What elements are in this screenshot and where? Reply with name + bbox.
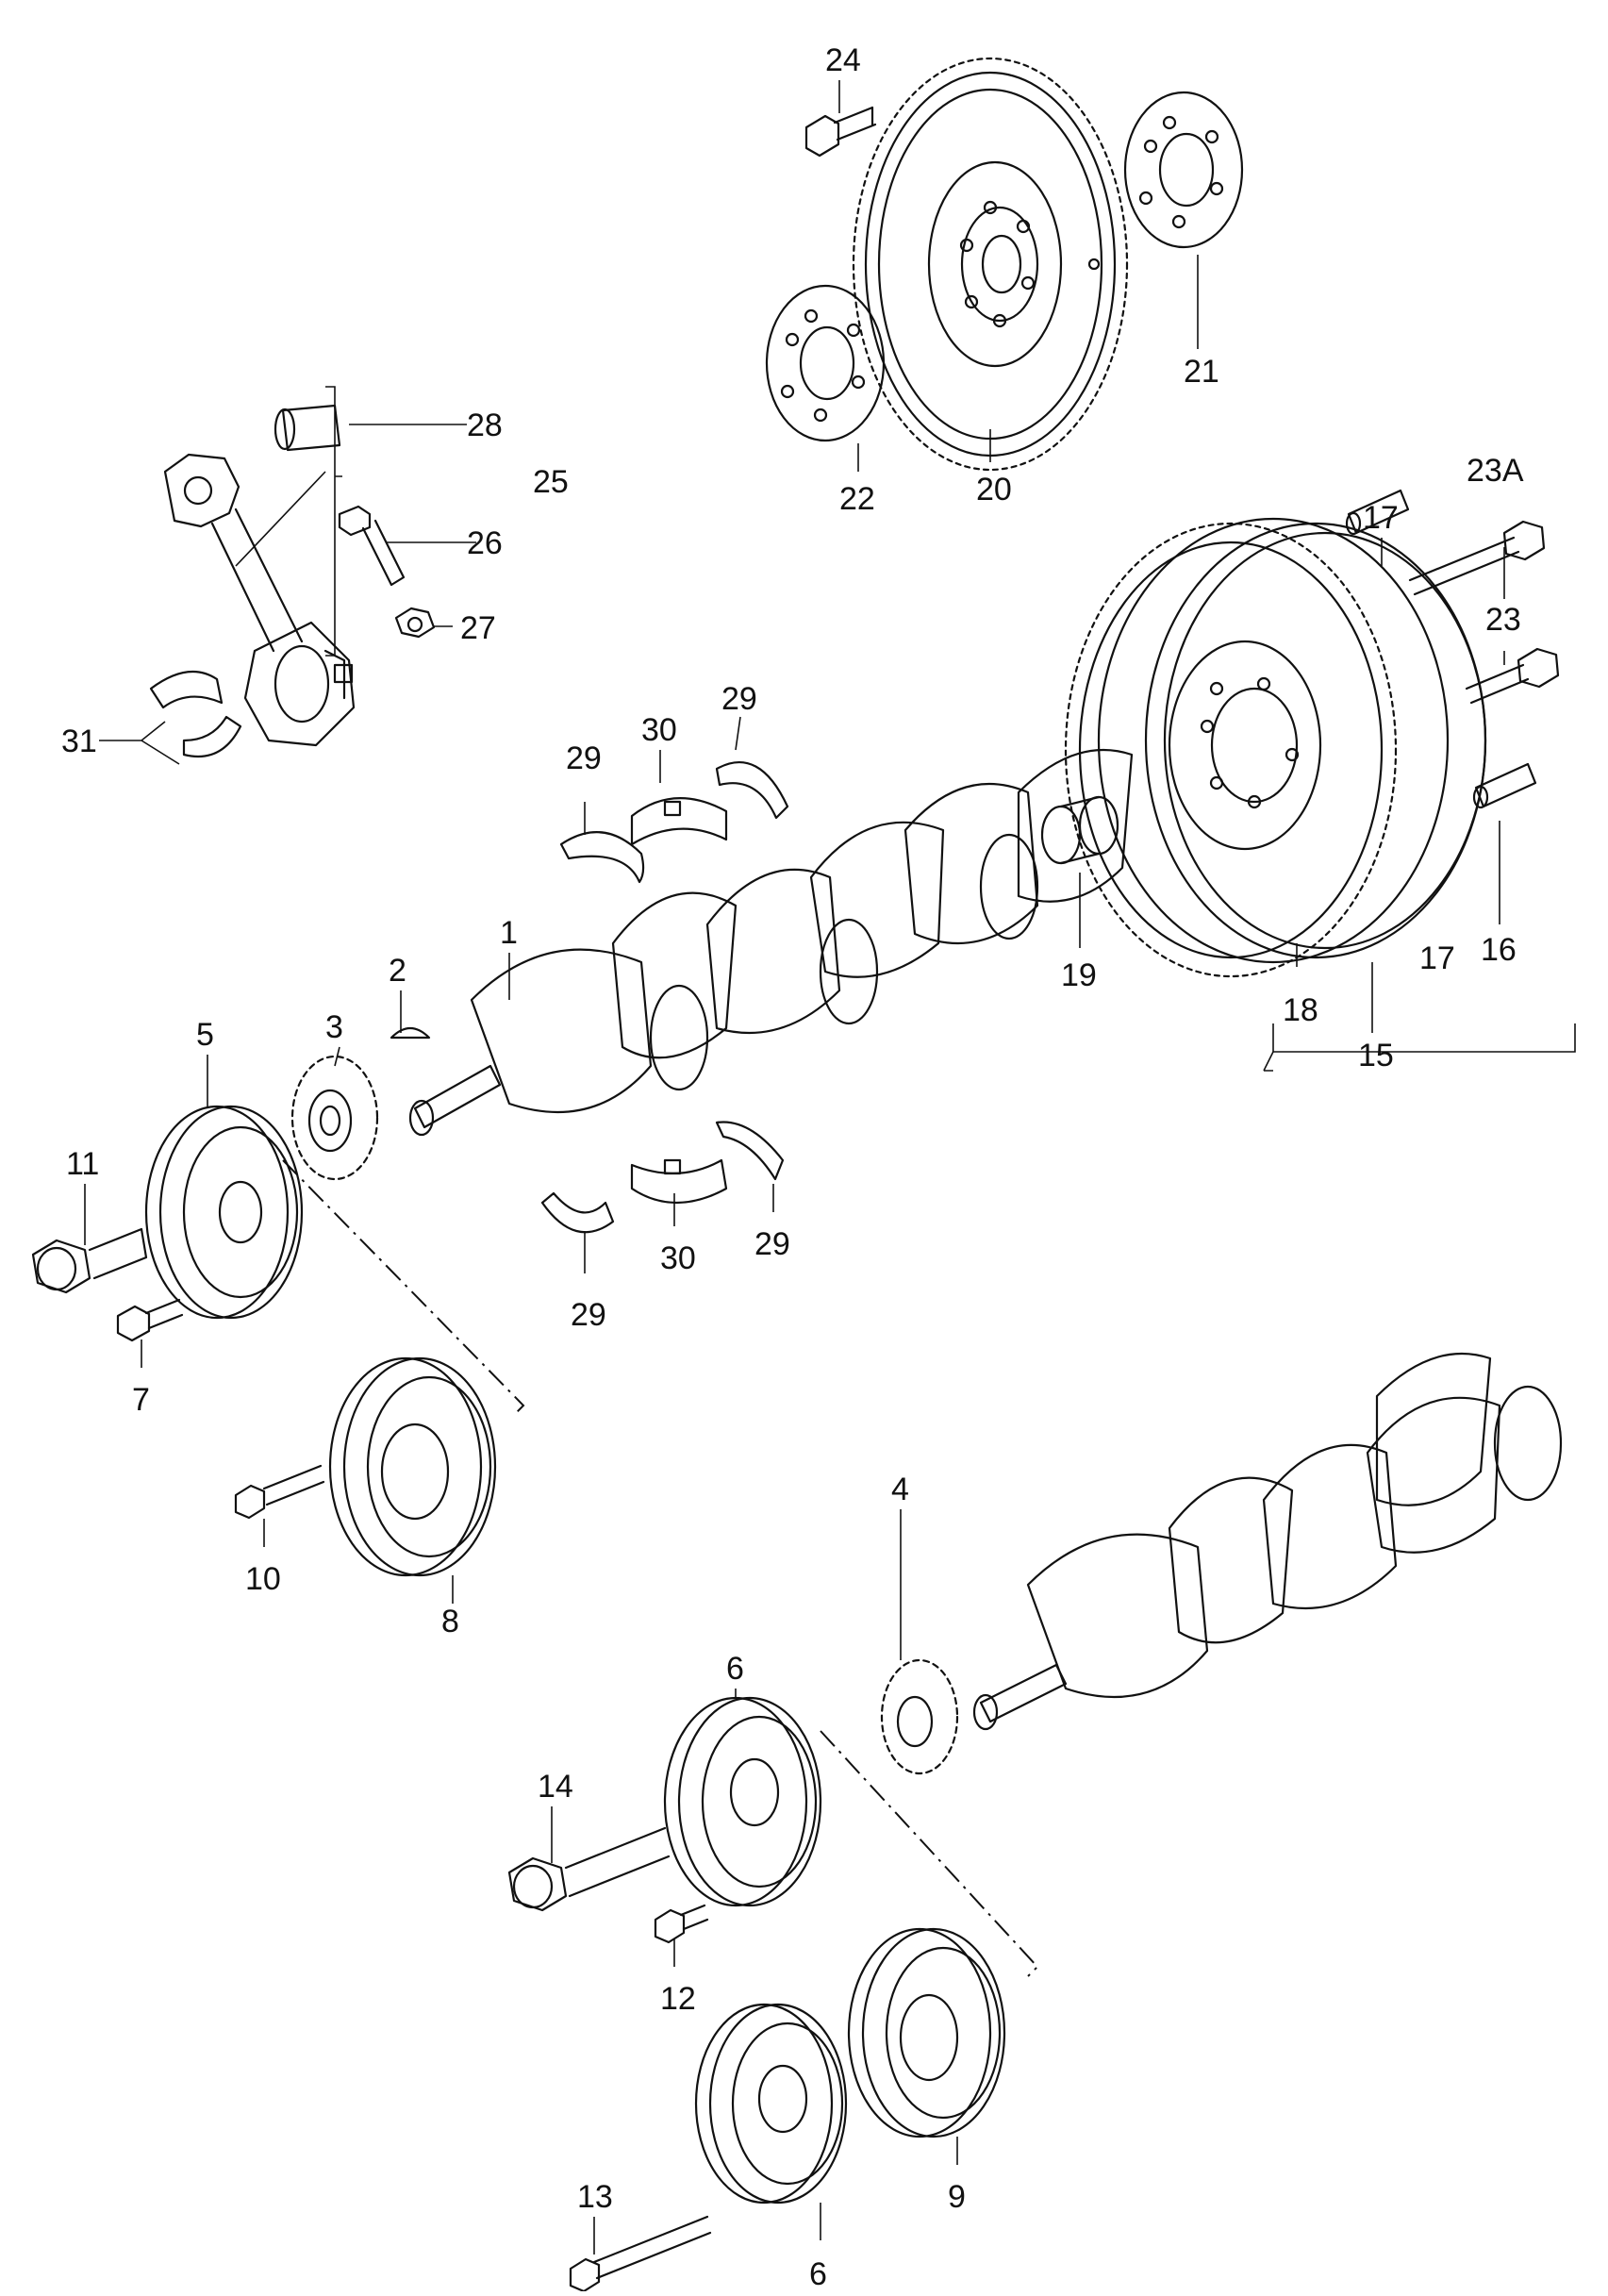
bolt-11 — [31, 1227, 148, 1294]
bolt-12 — [654, 1904, 709, 1944]
pulley-6-upper — [663, 1696, 822, 1907]
label-27: 27 — [460, 610, 496, 646]
pulley-6-lower — [694, 2003, 848, 2204]
label-6-a: 6 — [726, 1651, 744, 1687]
bracket-15 — [1272, 1023, 1576, 1053]
thrust-washer-29-c — [540, 1191, 615, 1234]
vibration-damper-8 — [328, 1356, 497, 1577]
label-8: 8 — [441, 1604, 459, 1639]
rod-bolt-26 — [338, 505, 406, 587]
label-30-b: 30 — [660, 1240, 696, 1276]
bearing-shell-30-b — [630, 1158, 728, 1204]
label-6-b: 6 — [809, 2256, 827, 2291]
label-30-a: 30 — [641, 712, 677, 748]
bolt-14 — [507, 1826, 671, 1912]
pulley-5 — [144, 1105, 304, 1320]
label-25: 25 — [533, 464, 569, 500]
label-19: 19 — [1061, 957, 1097, 993]
label-14: 14 — [538, 1769, 573, 1805]
bracket-25 — [325, 386, 342, 657]
centerline-upper — [282, 1159, 525, 1416]
label-11: 11 — [66, 1146, 99, 1182]
crankshaft-1 — [408, 748, 1134, 1137]
label-18: 18 — [1283, 992, 1318, 1028]
label-1: 1 — [500, 915, 518, 951]
shim-plate-21 — [1123, 91, 1244, 249]
drive-plate-20 — [852, 57, 1129, 472]
needle-bearing-19 — [1040, 795, 1119, 865]
leader-lines — [84, 80, 1505, 2254]
thrust-washer-29-a — [559, 831, 645, 884]
label-16: 16 — [1481, 932, 1517, 968]
bushing-28 — [274, 404, 341, 452]
label-23a: 23A — [1467, 453, 1524, 489]
bolt-10 — [234, 1464, 325, 1520]
crankshaft-variant — [972, 1352, 1563, 1731]
thrust-washer-29-b — [715, 760, 789, 820]
label-21: 21 — [1184, 354, 1219, 390]
bolt-23a — [1408, 520, 1546, 596]
label-20: 20 — [976, 472, 1012, 507]
label-3: 3 — [325, 1009, 343, 1045]
label-31: 31 — [61, 724, 97, 759]
label-29-c: 29 — [571, 1297, 606, 1333]
vibration-damper-9 — [847, 1927, 1006, 2138]
bolt-13 — [569, 2215, 712, 2293]
label-10: 10 — [245, 1561, 281, 1597]
label-29-a: 29 — [566, 740, 602, 776]
thrust-washer-29-d — [715, 1121, 785, 1181]
bearing-shells-31 — [149, 670, 242, 758]
label-2: 2 — [389, 953, 406, 989]
sprocket-4 — [880, 1658, 959, 1775]
dual-mass-flywheel-15 — [1064, 517, 1487, 978]
label-17-a: 17 — [1363, 500, 1399, 536]
shim-plate-22 — [765, 284, 886, 442]
bolt-7 — [116, 1298, 184, 1342]
label-12: 12 — [660, 1981, 696, 2017]
bolt-23 — [1465, 647, 1560, 705]
nut-27 — [394, 607, 436, 639]
bolt-24 — [804, 106, 877, 158]
label-17-b: 17 — [1419, 940, 1455, 976]
label-13: 13 — [577, 2179, 613, 2215]
label-26: 26 — [467, 525, 503, 561]
sprocket-3 — [290, 1055, 379, 1181]
key-2 — [390, 1026, 431, 1040]
label-22: 22 — [839, 481, 875, 517]
label-4: 4 — [891, 1472, 909, 1507]
dowel-pin-16 — [1472, 762, 1537, 809]
label-24: 24 — [825, 42, 861, 78]
callout-labels: 24 21 22 20 28 25 26 27 31 29 30 29 1 2 … — [61, 42, 1524, 2292]
label-29-d: 29 — [754, 1226, 790, 1262]
dowel-pin-17 — [1345, 489, 1410, 536]
label-5: 5 — [196, 1017, 214, 1053]
label-9: 9 — [948, 2179, 966, 2215]
bearing-shell-30-a — [630, 797, 728, 846]
label-23: 23 — [1485, 602, 1521, 638]
label-29-b: 29 — [721, 681, 757, 717]
label-28: 28 — [467, 408, 503, 443]
connecting-rod-25 — [163, 453, 356, 747]
label-15: 15 — [1358, 1038, 1394, 1073]
centerline-lower — [820, 1730, 1039, 1977]
bracket-15-tick — [1263, 1051, 1274, 1072]
label-7: 7 — [132, 1382, 150, 1418]
